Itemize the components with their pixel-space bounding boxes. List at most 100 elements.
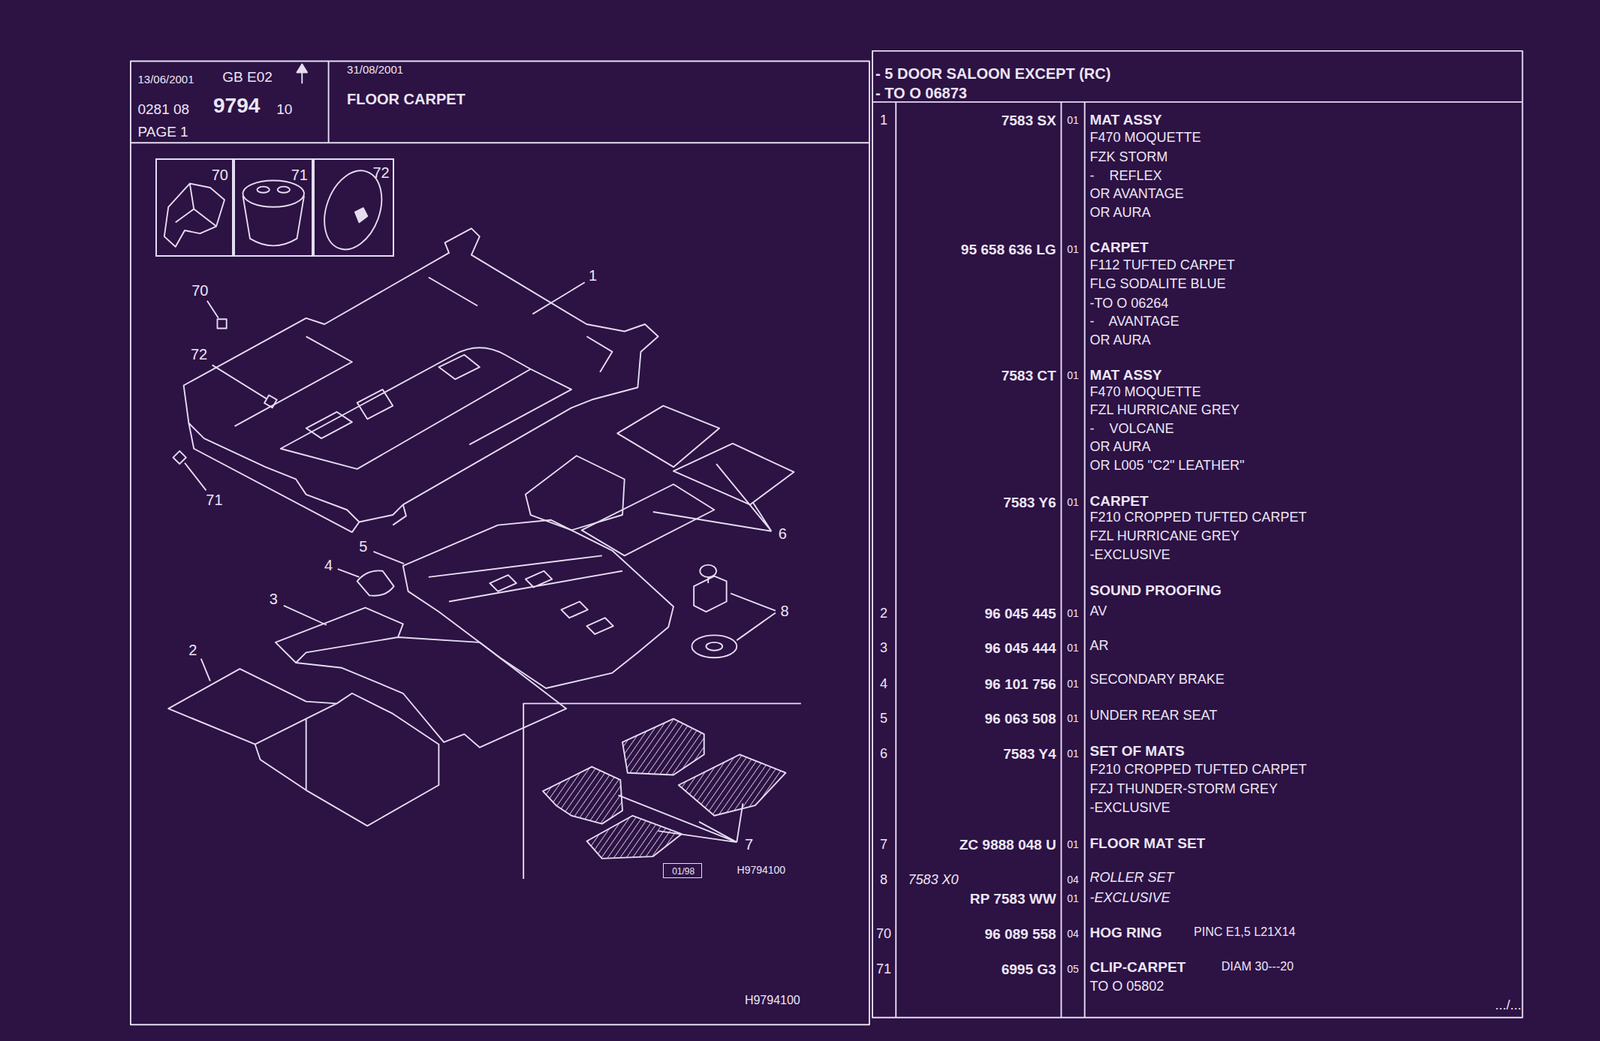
pad-marker bbox=[264, 394, 278, 408]
part-number: 96 045 445 bbox=[985, 605, 1057, 621]
part-description: CARPET bbox=[1089, 239, 1149, 254]
part-description: FLOOR MAT SET bbox=[1089, 835, 1206, 850]
part-number: 95 658 636 LG bbox=[961, 241, 1057, 257]
part-number: 7583 Y4 bbox=[1003, 747, 1056, 762]
part-detail: - REFLEX bbox=[1089, 168, 1162, 183]
floor-mat bbox=[542, 767, 623, 825]
sound-proofing bbox=[275, 608, 567, 748]
part-detail: -TO O 06264 bbox=[1089, 296, 1169, 311]
callout-number: 71 bbox=[291, 167, 308, 183]
inset-cell: 70 bbox=[155, 158, 235, 258]
part-detail: -EXCLUSIVE bbox=[1089, 801, 1170, 815]
right-frame bbox=[872, 51, 1523, 1019]
drawing-number: H9794100 bbox=[737, 864, 787, 876]
callout-number: 70 bbox=[211, 167, 229, 183]
part-detail: F210 CROPPED TUFTED CARPET bbox=[1089, 510, 1307, 525]
clip-marker bbox=[173, 451, 187, 465]
frame-rule bbox=[872, 101, 1523, 103]
part-description: SET OF MATS bbox=[1089, 744, 1185, 759]
part-description: SOUND PROOFING bbox=[1089, 582, 1221, 597]
part-number: RP 7583 WW bbox=[970, 891, 1057, 907]
sound-proofing bbox=[403, 520, 674, 689]
part-number: 96 045 444 bbox=[985, 641, 1057, 656]
header-date: 13/06/2001 bbox=[137, 72, 194, 85]
floor-carpet bbox=[183, 228, 659, 522]
title-cell: 31/08/2001FLOOR CARPET bbox=[328, 61, 870, 144]
floor-mat bbox=[525, 455, 625, 531]
item-number: 1 bbox=[879, 113, 888, 127]
item-number: 4 bbox=[879, 677, 888, 691]
revision-date: 01/98 bbox=[671, 867, 695, 877]
part-detail: OR AURA bbox=[1089, 439, 1151, 454]
header-text: PAGE 1 bbox=[137, 124, 188, 139]
quantity: 01 bbox=[1066, 839, 1079, 850]
table-rule bbox=[1084, 102, 1086, 1019]
quantity: 01 bbox=[1066, 244, 1079, 255]
item-number: 70 bbox=[876, 927, 892, 941]
callout-number: 71 bbox=[203, 492, 225, 508]
floor-carpet bbox=[188, 277, 612, 534]
header-text: GB E02 bbox=[222, 69, 273, 84]
part-detail: FLG SODALITE BLUE bbox=[1089, 277, 1226, 291]
quantity: 04 bbox=[1066, 928, 1079, 940]
item-number: 5 bbox=[879, 711, 888, 726]
table-rule bbox=[894, 102, 897, 1019]
header-heading: FLOOR CARPET bbox=[346, 91, 466, 107]
quantity: 01 bbox=[1066, 642, 1079, 654]
header-date: 31/08/2001 bbox=[346, 63, 404, 76]
frame-rule bbox=[130, 141, 870, 144]
part-number: 7583 SX bbox=[1001, 113, 1057, 128]
part-description: MAT ASSY bbox=[1089, 367, 1162, 382]
quantity: 04 bbox=[1066, 874, 1079, 886]
inset-bracket bbox=[523, 703, 802, 880]
part-detail: OR L005 "C2" LEATHER" bbox=[1089, 458, 1245, 473]
floor-mat bbox=[586, 816, 681, 859]
item-number: 71 bbox=[876, 962, 892, 977]
drawing-number: H9794100 bbox=[744, 994, 801, 1007]
part-detail: DIAM 30---20 bbox=[1221, 961, 1294, 974]
inset-cell: 72 bbox=[313, 158, 394, 258]
hog-ring-icon bbox=[164, 183, 225, 248]
callout-number: 5 bbox=[356, 539, 370, 555]
part-detail: AV bbox=[1089, 604, 1107, 618]
callout-number: 70 bbox=[189, 283, 211, 299]
quantity: 05 bbox=[1066, 964, 1079, 975]
part-detail: TO O 05802 bbox=[1089, 979, 1164, 994]
quantity: 01 bbox=[1066, 748, 1079, 760]
hog-ring-marker bbox=[216, 319, 226, 329]
left-frame bbox=[130, 61, 870, 1026]
part-detail: OR AURA bbox=[1089, 205, 1151, 220]
part-number: 7583 CT bbox=[1001, 368, 1057, 383]
part-detail: FZL HURRICANE GREY bbox=[1089, 403, 1239, 417]
item-number: 7 bbox=[879, 837, 888, 852]
callout-number: 8 bbox=[778, 603, 792, 619]
header-text: 0281 08 bbox=[137, 102, 190, 117]
part-detail: -EXCLUSIVE bbox=[1089, 548, 1170, 562]
quantity: 01 bbox=[1066, 370, 1079, 381]
sound-proofing bbox=[357, 570, 395, 596]
sound-proofing bbox=[168, 668, 439, 826]
part-detail: F112 TUFTED CARPET bbox=[1089, 258, 1235, 272]
item-number: 8 bbox=[879, 873, 888, 887]
part-detail: UNDER REAR SEAT bbox=[1089, 708, 1218, 723]
part-detail: 7583 X0 bbox=[908, 873, 959, 887]
part-number: 96 063 508 bbox=[985, 711, 1057, 726]
item-number: 3 bbox=[879, 641, 888, 655]
roller bbox=[693, 565, 727, 612]
pad-icon bbox=[355, 207, 368, 223]
part-number: ZC 9888 048 U bbox=[959, 837, 1057, 853]
table-rule bbox=[1060, 102, 1062, 1019]
frame-rule bbox=[328, 61, 330, 144]
header-cell: 13/06/2001GB E020281 08979410PAGE 1 bbox=[130, 61, 329, 144]
part-description: CARPET bbox=[1089, 494, 1149, 509]
part-number: 7583 Y6 bbox=[1003, 494, 1056, 510]
part-detail: .../... bbox=[1494, 998, 1522, 1013]
header-heading: - TO O 06873 bbox=[875, 85, 968, 101]
header-heading: - 5 DOOR SALOON EXCEPT (RC) bbox=[875, 66, 1111, 82]
clip-icon bbox=[242, 180, 305, 207]
part-description: CLIP-CARPET bbox=[1089, 960, 1186, 975]
part-detail: - VOLCANE bbox=[1089, 421, 1174, 436]
quantity: 01 bbox=[1066, 678, 1079, 690]
arrow-symbol bbox=[296, 64, 308, 73]
